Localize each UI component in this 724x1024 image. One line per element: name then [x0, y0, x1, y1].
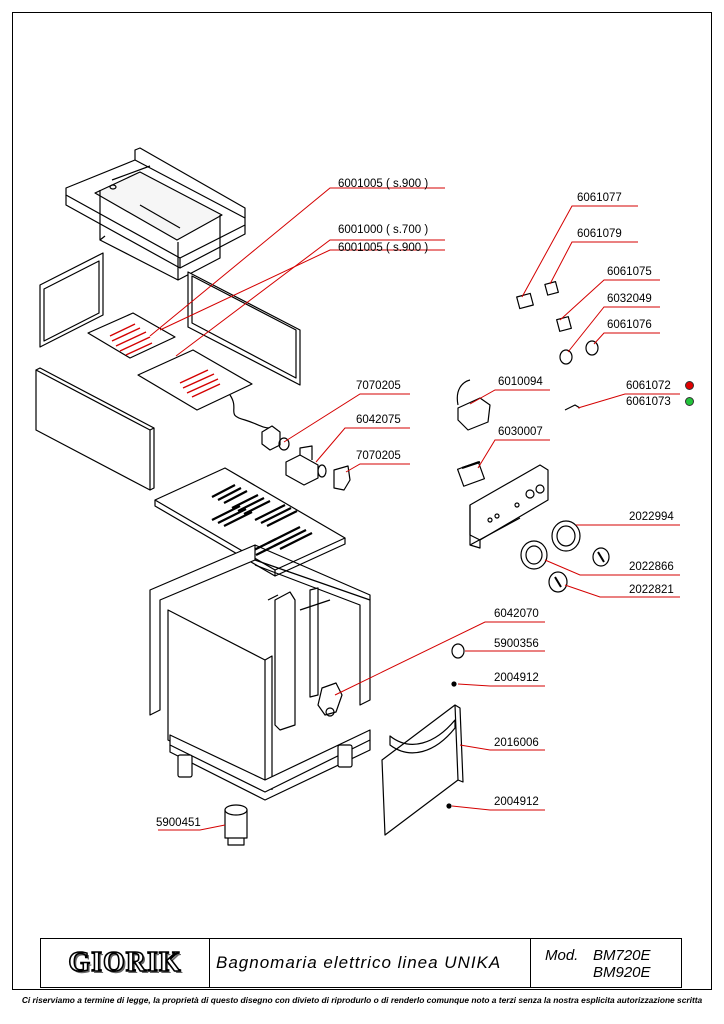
part-label-6030007: 6030007: [498, 426, 543, 438]
knob-2022821: [548, 571, 568, 593]
drawing-frame: [12, 12, 712, 990]
part-label-2016006: 2016006: [494, 737, 539, 749]
elbow-fitting-lower: [333, 465, 351, 491]
part-label-6061077: 6061077: [577, 192, 622, 204]
part-label-6042070: 6042070: [494, 608, 539, 620]
control-panel: [469, 464, 549, 549]
title-block: GIORIK Bagnomaria elettrico linea UNIKA …: [40, 938, 682, 988]
product-description: Bagnomaria elettrico linea UNIKA: [210, 939, 531, 987]
part-label-6001000: 6001000 ( s.700 ): [338, 224, 429, 236]
green-indicator-icon: [685, 397, 694, 406]
part-label-6042075: 6042075: [356, 414, 401, 426]
knob-right: [592, 547, 610, 567]
part-label-2004912-b: 2004912: [494, 796, 539, 808]
elbow-fitting-upper: [261, 425, 290, 451]
model-1: BM720E: [593, 947, 651, 964]
red-indicator-icon: [685, 381, 694, 390]
cabinet-base: [169, 729, 371, 801]
part-label-6061072: 6061072: [626, 380, 671, 392]
front-panel: [35, 367, 155, 491]
logo-text: GIORIK: [68, 946, 182, 979]
part-label-2022866: 2022866: [629, 561, 674, 573]
drain-tap: [317, 682, 343, 717]
adjustable-foot: [224, 804, 248, 846]
knob-5900356: [451, 643, 465, 659]
cap-6061079: [544, 281, 559, 296]
part-label-6061075: 6061075: [607, 266, 652, 278]
gasket-6061075: [556, 316, 572, 332]
screw-upper: [451, 681, 457, 687]
part-label-6001005-b: 6001005 ( s.900 ): [338, 242, 429, 254]
model-label: Mod.: [545, 947, 579, 964]
part-label-6061076: 6061076: [607, 319, 652, 331]
lamp-6032049: [559, 349, 573, 365]
door-panel: [381, 704, 464, 836]
part-label-6061073: 6061073: [626, 396, 671, 408]
thermostat: [456, 379, 491, 431]
part-label-6001005-a: 6001005 ( s.900 ): [338, 178, 429, 190]
part-label-7070205-b: 7070205: [356, 450, 401, 462]
screw-lower: [446, 803, 452, 809]
part-label-2022821: 2022821: [629, 584, 674, 596]
heating-element-small: [87, 312, 176, 359]
cap-6061077: [516, 292, 534, 310]
part-label-6032049: 6032049: [607, 293, 652, 305]
part-label-5900356: 5900356: [494, 638, 539, 650]
basin: [65, 147, 246, 281]
back-panel: [187, 271, 301, 386]
side-panel-left: [39, 252, 104, 348]
giorik-logo: GIORIK: [41, 939, 210, 987]
part-label-6010094: 6010094: [498, 376, 543, 388]
indicator-light: [564, 404, 581, 411]
part-label-6061079: 6061079: [577, 228, 622, 240]
part-label-5900451: 5900451: [156, 817, 201, 829]
part-label-2022994: 2022994: [629, 511, 674, 523]
copyright-notice: Ci riserviamo a termine di legge, la pro…: [21, 995, 703, 1005]
model-block: Mod. BM720E BM920E: [531, 939, 681, 987]
solenoid-valve: [285, 445, 327, 486]
leader-lines: [149, 187, 680, 831]
part-label-2004912-a: 2004912: [494, 672, 539, 684]
lamp-6061076: [585, 340, 599, 356]
model-2: BM920E: [593, 964, 651, 981]
knob-ring-2022994: [551, 520, 581, 552]
heating-element-wires: [109, 323, 221, 398]
switch-6030007: [456, 461, 486, 487]
knob-ring-2022866: [520, 540, 548, 570]
part-label-7070205-a: 7070205: [356, 380, 401, 392]
heating-element-large: [137, 349, 271, 429]
